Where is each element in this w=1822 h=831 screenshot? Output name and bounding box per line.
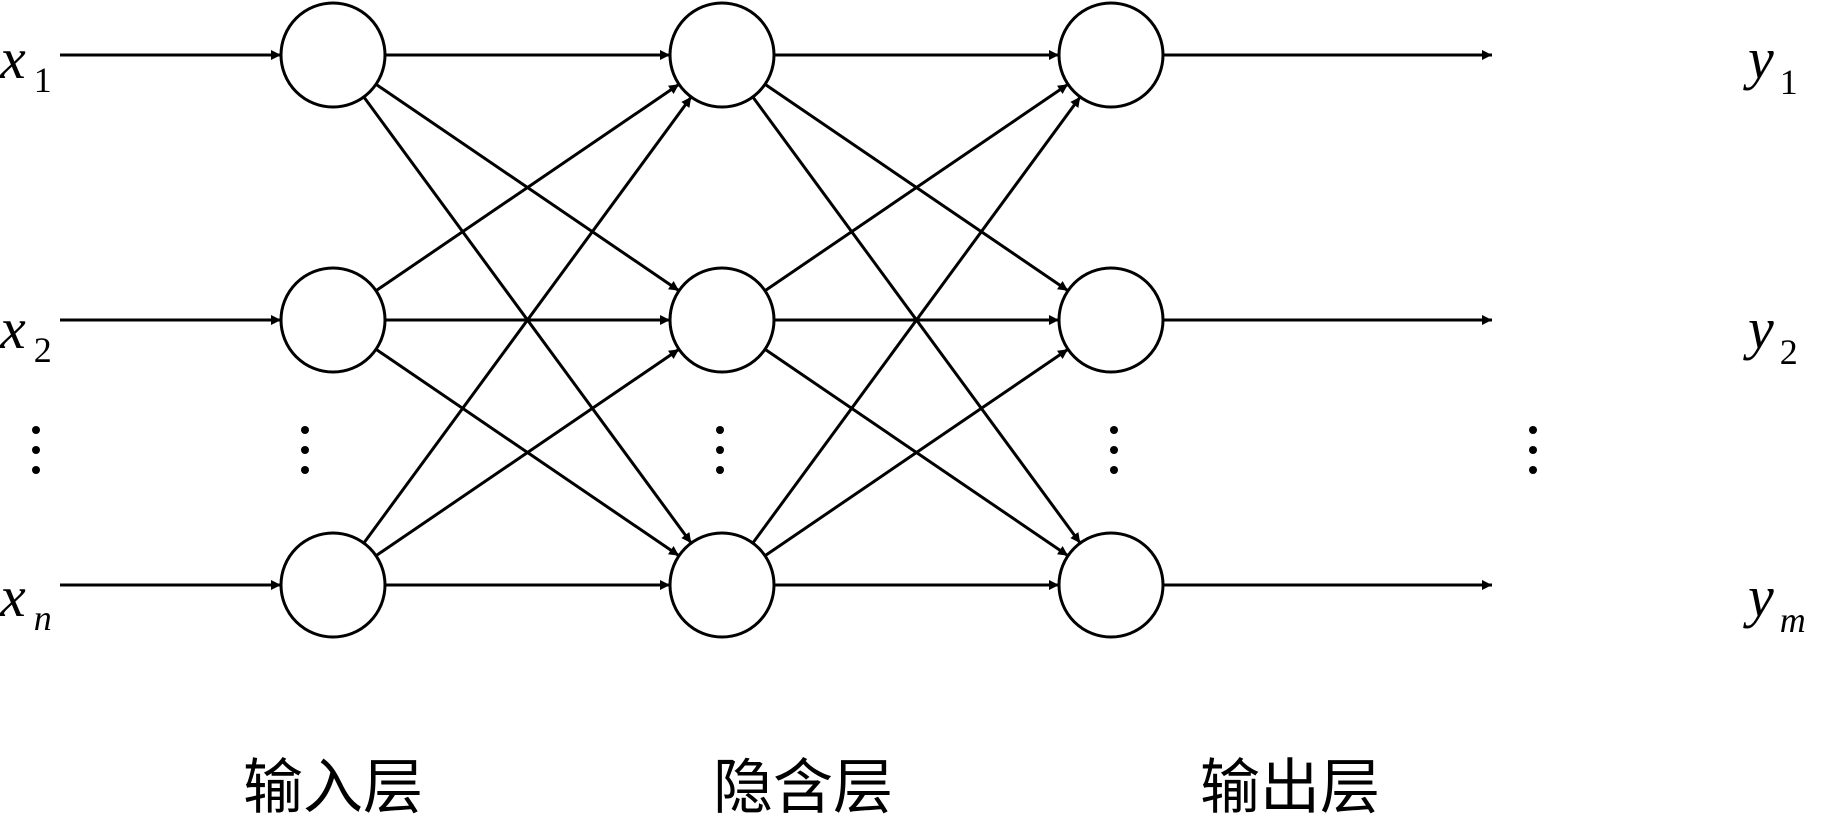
input-neuron-1 <box>279 1 387 109</box>
input-neuron-2 <box>279 266 387 374</box>
hidden-layer-label: 隐含层 <box>713 753 893 823</box>
hidden-neuron-n <box>668 531 776 639</box>
output-layer-ellipsis <box>1110 426 1118 474</box>
input-values-ellipsis <box>32 426 40 474</box>
ellipsis-dot <box>301 446 309 454</box>
input-layer-label: 输入层 <box>243 753 423 823</box>
hidden-neuron-1 <box>668 1 776 109</box>
ellipsis-dot <box>32 466 40 474</box>
ellipsis-dot <box>32 446 40 454</box>
ellipsis-dot <box>1110 426 1118 434</box>
ellipsis-dot <box>32 426 40 434</box>
ellipsis-dot <box>1110 446 1118 454</box>
edge-input-n-to-hidden-2 <box>375 348 680 557</box>
edge-input-2-to-hidden-1 <box>375 83 680 292</box>
neurons <box>279 1 1165 639</box>
edge-hidden-n-to-output-1 <box>751 96 1082 544</box>
edge-hidden-n-to-output-2 <box>764 348 1069 557</box>
edge-input-n-to-hidden-1 <box>362 96 693 544</box>
ellipsis-dot <box>716 446 724 454</box>
ellipsis-markers <box>32 426 1537 474</box>
ellipsis-dot <box>1529 446 1537 454</box>
output-neuron-1 <box>1057 1 1165 109</box>
hidden-layer-ellipsis <box>716 426 724 474</box>
ellipsis-dot <box>1529 466 1537 474</box>
output-neuron-2 <box>1057 266 1165 374</box>
ellipsis-dot <box>1529 426 1537 434</box>
input-neuron-n <box>279 531 387 639</box>
input-layer-ellipsis <box>301 426 309 474</box>
ellipsis-dot <box>1110 466 1118 474</box>
output-values-ellipsis <box>1529 426 1537 474</box>
hidden-neuron-2 <box>668 266 776 374</box>
edge-hidden-2-to-output-1 <box>764 83 1069 292</box>
ellipsis-dot <box>301 426 309 434</box>
output-neuron-n <box>1057 531 1165 639</box>
ellipsis-dot <box>716 426 724 434</box>
output-layer-label: 输出层 <box>1200 753 1380 823</box>
ellipsis-dot <box>301 466 309 474</box>
ellipsis-dot <box>716 466 724 474</box>
connections <box>60 50 1492 590</box>
